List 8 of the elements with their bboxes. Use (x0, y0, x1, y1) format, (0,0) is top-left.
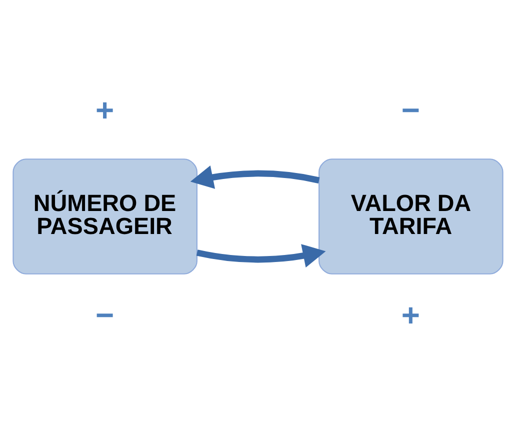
label: + (401, 296, 420, 332)
node-box: VALOR DA TARIFA (318, 158, 504, 274)
arrow (190, 164, 320, 188)
label: − (401, 91, 420, 128)
node-box: NÚMERO DE PASSAGEIR (12, 158, 198, 274)
label: + (96, 91, 114, 128)
label: − (96, 296, 114, 332)
arrow (196, 244, 326, 268)
